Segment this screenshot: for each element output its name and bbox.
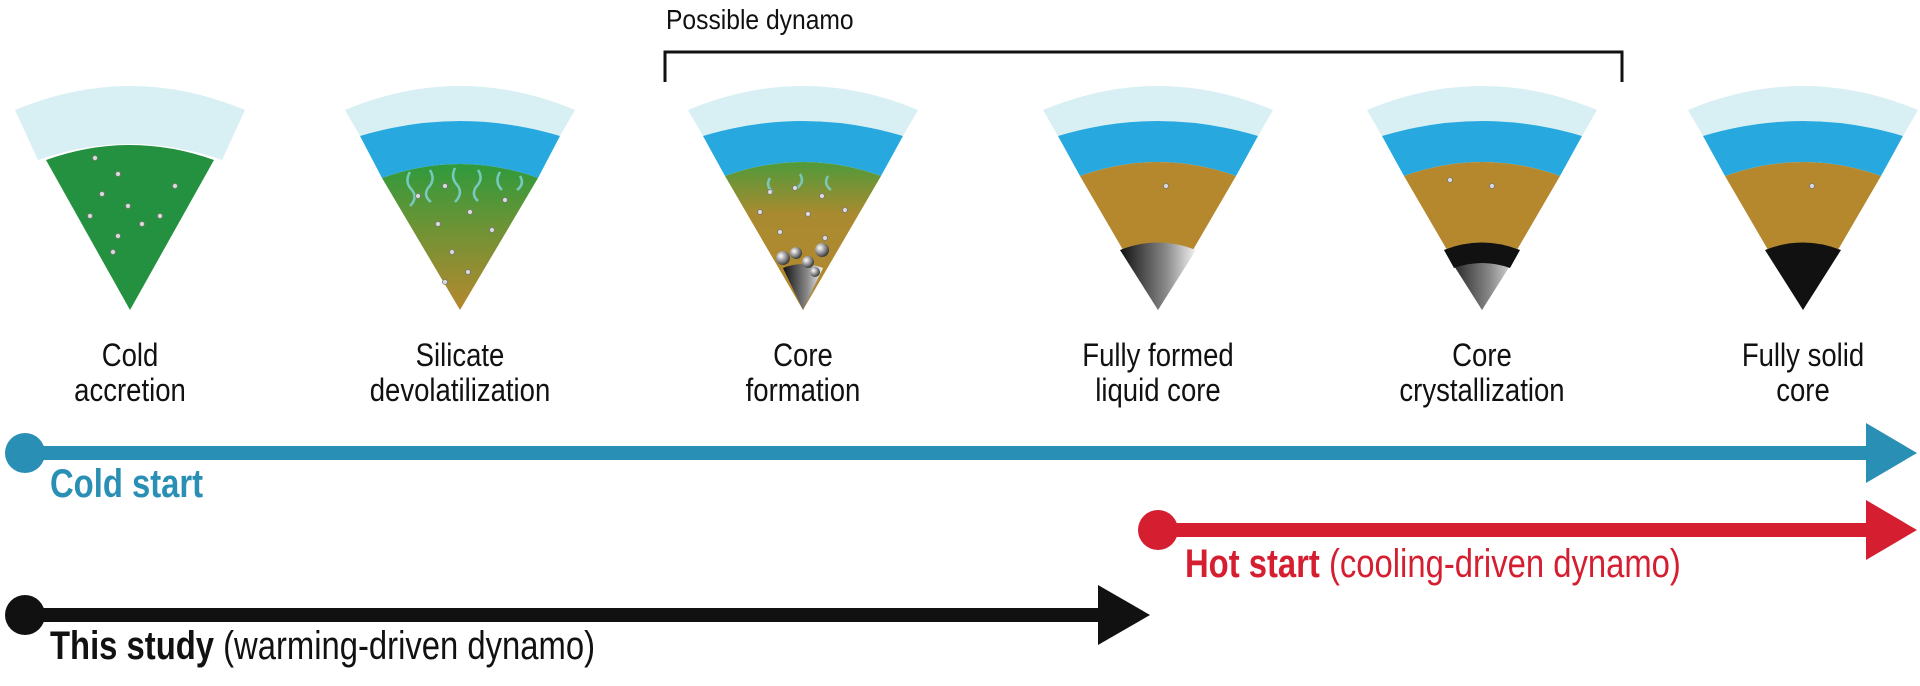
wedge-core-crystallization xyxy=(1367,86,1597,310)
wedge-cold-accretion xyxy=(15,86,245,310)
possible-dynamo-bracket xyxy=(663,50,1624,82)
cold-start-label-bold: Cold start xyxy=(50,462,204,506)
hot-start-label-bold: Hot start xyxy=(1185,542,1320,586)
this-study-arrowhead xyxy=(1098,585,1150,645)
this-study-label-rest: (warming-driven dynamo) xyxy=(214,624,595,668)
wedge-fully-formed-liquid-core xyxy=(1043,86,1273,310)
possible-dynamo-label: Possible dynamo xyxy=(666,4,854,35)
hot-start-label: Hot start (cooling-driven dynamo) xyxy=(1185,542,1681,587)
this-study-label-bold: This study xyxy=(50,624,215,668)
timeline-hot-start xyxy=(1138,500,1917,560)
hot-start-label-rest: (cooling-driven dynamo) xyxy=(1319,542,1681,586)
timeline-this-study xyxy=(5,585,1150,645)
cold-start-label: Cold start xyxy=(50,462,203,507)
wedge-core-formation xyxy=(688,86,918,310)
cold-start-arrowhead xyxy=(1866,423,1917,483)
this-study-label: This study (warming-driven dynamo) xyxy=(50,624,595,669)
hot-start-arrowhead xyxy=(1866,500,1917,560)
wedge-silicate-devolatilization xyxy=(345,86,575,310)
wedge-fully-solid-core xyxy=(1688,86,1918,310)
timeline-cold-start xyxy=(5,423,1917,483)
